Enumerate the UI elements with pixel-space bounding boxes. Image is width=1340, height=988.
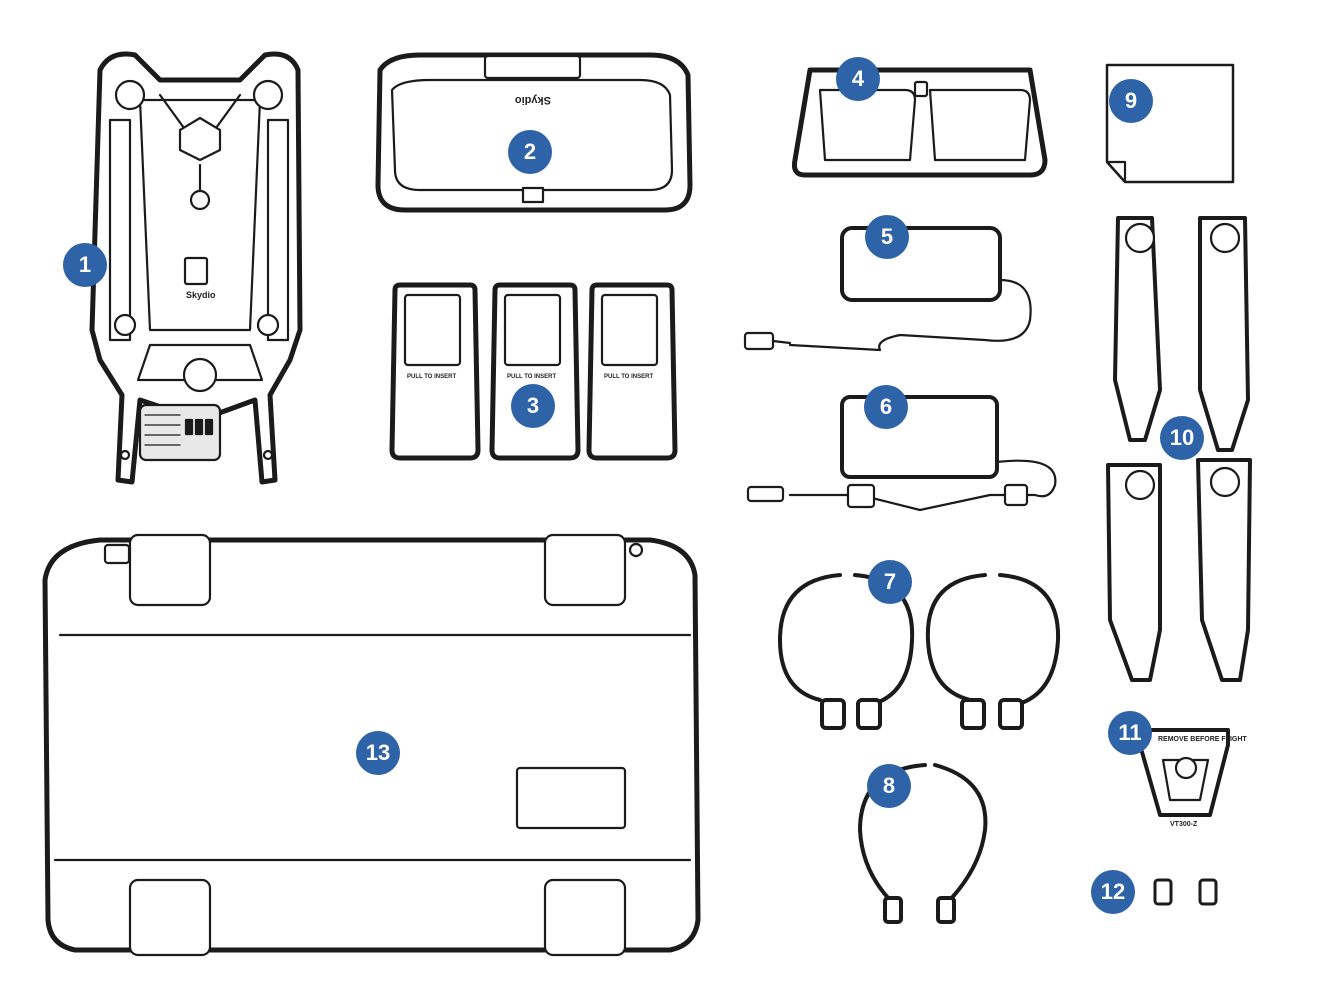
charger-6 <box>746 395 1057 512</box>
battery-label-2: PULL TO INSERT <box>507 374 556 380</box>
cables-7 <box>778 573 1061 730</box>
badge-5: 5 <box>865 215 909 259</box>
guard-model-text: VT300-Z <box>1170 821 1198 828</box>
badge-13: 13 <box>356 731 400 775</box>
badge-10: 10 <box>1160 416 1204 460</box>
badge-1: 1 <box>63 243 107 287</box>
sd-cards <box>1153 878 1218 906</box>
battery-label-1: PULL TO INSERT <box>407 374 456 380</box>
batteries <box>389 282 678 461</box>
controller <box>375 52 693 213</box>
badge-12: 12 <box>1091 870 1135 914</box>
badge-6: 6 <box>864 385 908 429</box>
propellers <box>1106 216 1252 682</box>
badge-8: 8 <box>867 764 911 808</box>
badge-11: 11 <box>1108 711 1152 755</box>
badge-2: 2 <box>508 130 552 174</box>
guard-label-text: REMOVE BEFORE FLIGHT <box>1158 736 1247 743</box>
badge-4: 4 <box>836 57 880 101</box>
badge-3: 3 <box>511 384 555 428</box>
battery-label-3: PULL TO INSERT <box>604 374 653 380</box>
badge-9: 9 <box>1109 79 1153 123</box>
badge-7: 7 <box>868 560 912 604</box>
controller-brand-text: Skydio <box>515 94 551 106</box>
charging-hub <box>792 67 1048 178</box>
drone-brand-text: Skydio <box>186 290 216 300</box>
drone <box>89 51 303 485</box>
